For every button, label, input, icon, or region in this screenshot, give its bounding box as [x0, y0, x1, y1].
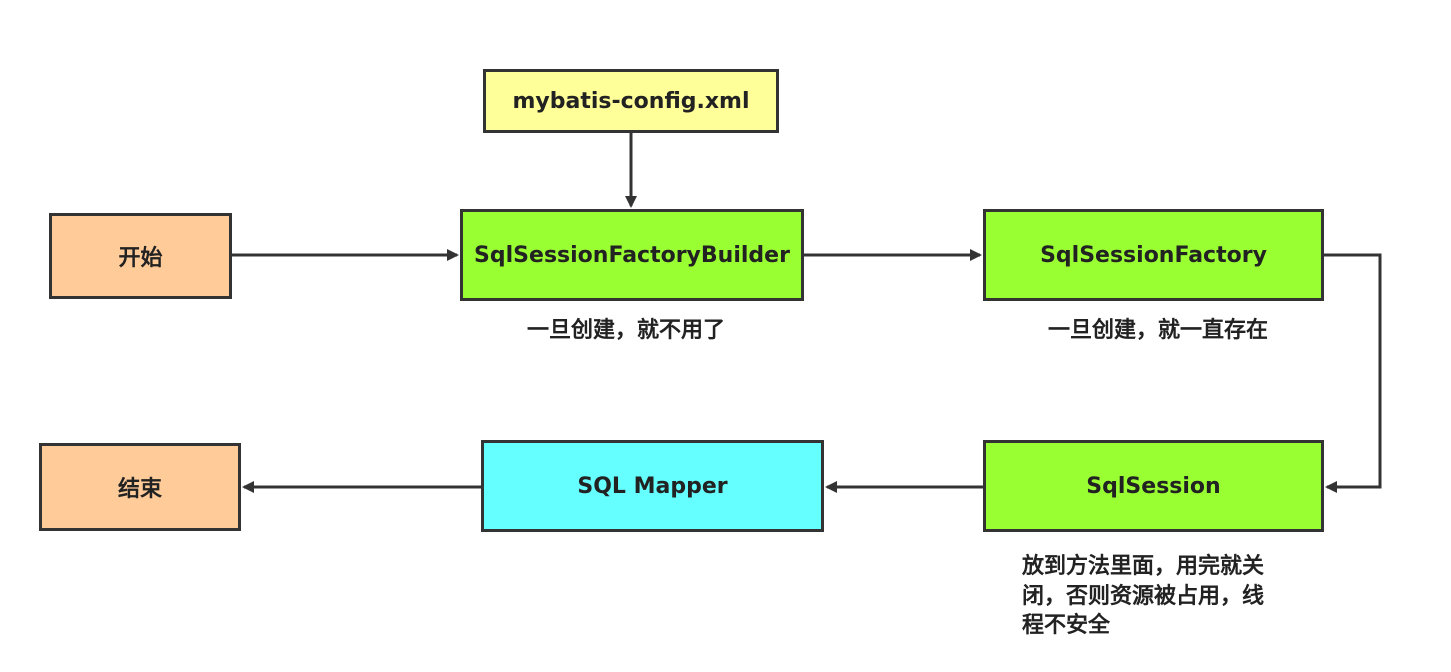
- mapper-node: SQL Mapper: [481, 440, 824, 532]
- start-node: 开始: [49, 213, 232, 299]
- end-label: 结束: [117, 477, 162, 502]
- config-label: mybatis-config.xml: [512, 88, 750, 114]
- session-node: SqlSession: [983, 440, 1324, 532]
- factory-label: SqlSessionFactory: [1040, 242, 1267, 268]
- factory-note: 一旦创建，就一直存在: [1048, 318, 1269, 343]
- session-note-line-2: 闭，否则资源被占用，线: [1022, 583, 1265, 609]
- builder-note: 一旦创建，就不用了: [527, 318, 726, 343]
- end-node: 结束: [39, 443, 241, 531]
- config-node: mybatis-config.xml: [483, 69, 779, 133]
- builder-label: SqlSessionFactoryBuilder: [474, 242, 790, 268]
- session-note-line-3: 程不安全: [1022, 613, 1111, 639]
- session-label: SqlSession: [1086, 473, 1221, 499]
- start-label: 开始: [118, 246, 163, 271]
- session-note: 放到方法里面，用完就关 闭，否则资源被占用，线 程不安全: [1022, 552, 1297, 641]
- mapper-label: SQL Mapper: [577, 473, 728, 499]
- session-note-line-1: 放到方法里面，用完就关: [1022, 554, 1265, 579]
- builder-node: SqlSessionFactoryBuilder: [460, 209, 804, 301]
- factory-node: SqlSessionFactory: [983, 209, 1324, 301]
- arrow-factory-to-session: [1324, 253, 1382, 493]
